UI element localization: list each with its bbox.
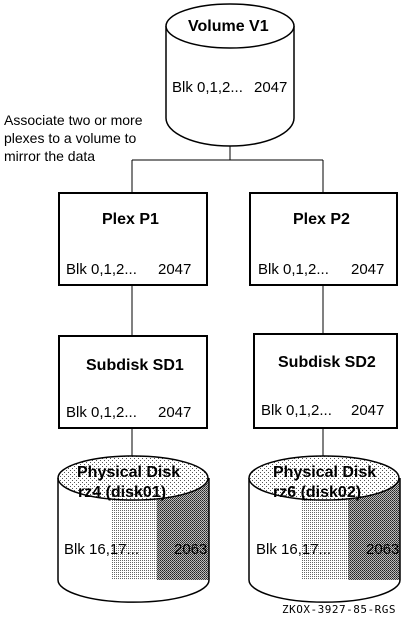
- subdisk-sd1-title: Subdisk SD1: [86, 357, 184, 374]
- disk-1-name: rz4 (disk01): [78, 484, 167, 501]
- volume-blk-end: 2047: [254, 79, 288, 96]
- subdisk-sd2-title: Subdisk SD2: [278, 354, 376, 371]
- plex-p2-title: Plex P2: [293, 211, 350, 228]
- disk-2-name: rz6 (disk02): [273, 484, 362, 501]
- disk-1-blk-end: 2063: [174, 541, 208, 558]
- plex-p1-blk-range: Blk 0,1,2...: [66, 261, 137, 278]
- disk-2-title: Physical Disk: [273, 464, 377, 481]
- disk-2-blk-end: 2063: [366, 541, 400, 558]
- plex-p2-blk-end: 2047: [351, 261, 385, 278]
- subdisk-sd1-blk-range: Blk 0,1,2...: [66, 404, 137, 421]
- plex-p2-blk-range: Blk 0,1,2...: [258, 261, 329, 278]
- subdisk-sd2-box: Subdisk SD2 Blk 0,1,2... 2047: [253, 333, 398, 429]
- volume-blk-range: Blk 0,1,2...: [172, 79, 243, 96]
- subdisk-sd1-box: Subdisk SD1 Blk 0,1,2... 2047: [58, 335, 208, 429]
- plex-p1-blk-end: 2047: [158, 261, 192, 278]
- disk-2-blk-range: Blk 16,17...: [256, 541, 332, 558]
- plex-p1-title: Plex P1: [102, 211, 159, 228]
- disk-1-title: Physical Disk: [77, 464, 181, 481]
- volume-title: Volume V1: [188, 18, 269, 35]
- connector-lines: [131, 146, 324, 458]
- physical-disk-2-cylinder: [248, 455, 401, 603]
- disk-1-blk-range: Blk 16,17...: [64, 541, 140, 558]
- volume-cylinder: [165, 3, 295, 147]
- mirror-note: Associate two or more plexes to a volume…: [4, 112, 143, 164]
- subdisk-sd2-blk-end: 2047: [351, 402, 385, 419]
- subdisk-sd1-blk-end: 2047: [158, 404, 192, 421]
- figure-id: ZKOX-3927-85-RGS: [282, 603, 396, 616]
- physical-disk-1-cylinder: [57, 455, 210, 603]
- plex-p1-box: Plex P1 Blk 0,1,2... 2047: [58, 192, 208, 286]
- subdisk-sd2-blk-range: Blk 0,1,2...: [261, 402, 332, 419]
- plex-p2-box: Plex P2 Blk 0,1,2... 2047: [249, 192, 398, 286]
